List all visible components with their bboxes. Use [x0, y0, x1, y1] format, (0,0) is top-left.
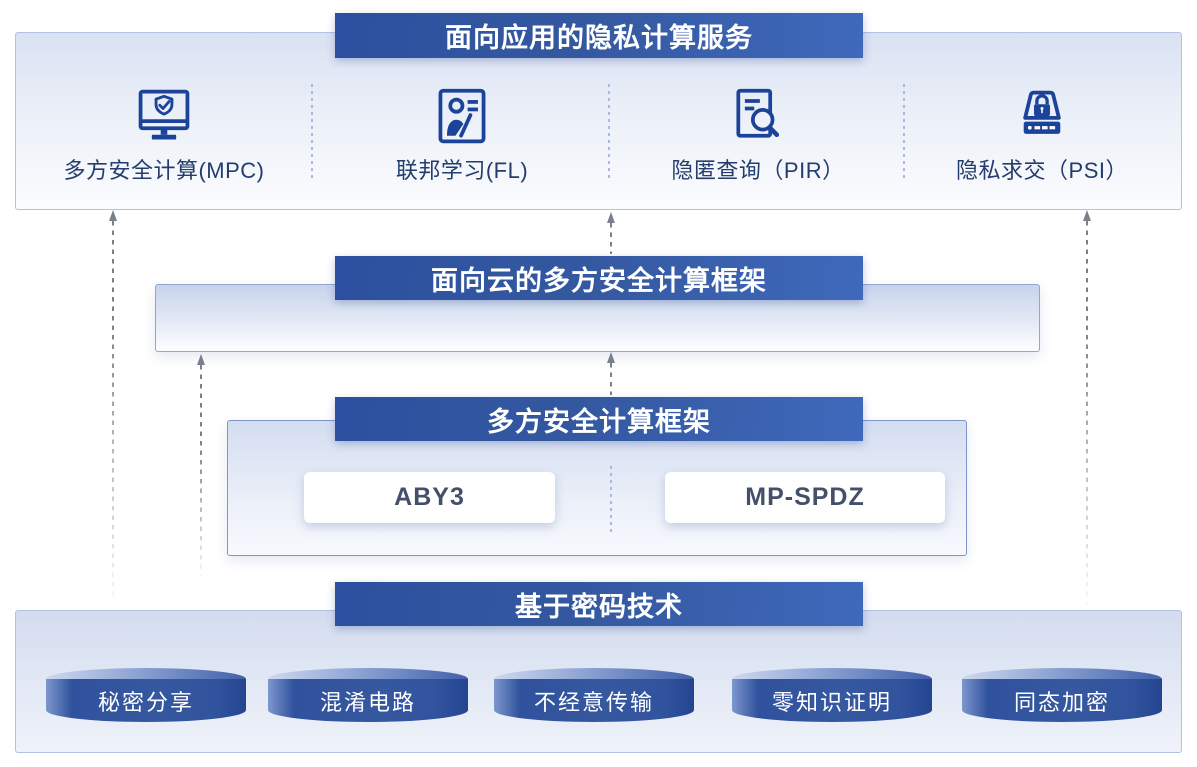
service-item-psi: 隐私求交（PSI） — [902, 86, 1182, 185]
monitor-shield-icon — [138, 89, 190, 140]
framework-label-mpspdz: MP-SPDZ — [745, 483, 865, 511]
crypto-label: 混淆电路 — [319, 689, 416, 715]
arrow-mpc-framework-to-cloud-framework — [605, 352, 617, 395]
service-item-fl: 联邦学习(FL) — [322, 86, 602, 185]
arrow-crypto-to-services-left — [107, 210, 119, 602]
crypto-banner: 基于密码技术 — [335, 582, 863, 626]
crypto-cylinder-secret-sharing: 秘密分享 — [46, 668, 246, 722]
crypto-label: 秘密分享 — [97, 689, 194, 715]
services-divider-2 — [608, 84, 610, 178]
arrowhead-up-icon — [607, 212, 615, 223]
services-divider-3 — [903, 84, 905, 178]
crypto-cylinder-homomorphic-encryption: 同态加密 — [962, 668, 1162, 722]
framework-box-aby3: ABY3 — [304, 472, 555, 523]
person-card-icon — [438, 88, 486, 144]
crypto-title: 基于密码技术 — [515, 591, 683, 622]
service-label-psi: 隐私求交（PSI） — [956, 158, 1128, 183]
mpc-framework-banner: 多方安全计算框架 — [335, 397, 863, 441]
crypto-cylinder-oblivious-transfer: 不经意传输 — [494, 668, 694, 722]
service-label-pir: 隐匿查询（PIR） — [671, 158, 845, 183]
crypto-cylinder-garbled-circuit: 混淆电路 — [268, 668, 468, 722]
mpc-framework-title: 多方安全计算框架 — [487, 406, 711, 437]
crypto-label: 零知识证明 — [771, 689, 892, 715]
arrowhead-up-icon — [607, 352, 615, 363]
services-panel — [15, 32, 1182, 210]
arrow-crypto-to-cloud-framework — [195, 354, 207, 576]
safe-lock-icon — [1023, 90, 1061, 134]
document-magnifier-icon — [736, 88, 780, 138]
arrow-crypto-to-services-right — [1081, 210, 1093, 606]
arrowhead-up-icon — [1083, 210, 1091, 221]
crypto-label: 同态加密 — [1013, 689, 1110, 715]
framework-divider — [610, 466, 612, 532]
arrow-cloud-framework-to-services — [605, 212, 617, 254]
crypto-label: 不经意传输 — [533, 689, 654, 715]
service-label-mpc: 多方安全计算(MPC) — [63, 158, 265, 183]
framework-box-mpspdz: MP-SPDZ — [665, 472, 945, 523]
services-banner: 面向应用的隐私计算服务 — [335, 13, 863, 58]
arrowhead-up-icon — [109, 210, 117, 221]
cloud-framework-banner: 面向云的多方安全计算框架 — [335, 256, 863, 300]
crypto-cylinder-zero-knowledge-proof: 零知识证明 — [732, 668, 932, 722]
services-title: 面向应用的隐私计算服务 — [445, 23, 753, 53]
service-label-fl: 联邦学习(FL) — [395, 158, 529, 183]
framework-label-aby3: ABY3 — [394, 483, 465, 511]
service-item-pir: 隐匿查询（PIR） — [618, 86, 898, 185]
cloud-framework-title: 面向云的多方安全计算框架 — [431, 265, 767, 296]
service-item-mpc: 多方安全计算(MPC) — [24, 86, 304, 185]
arrowhead-up-icon — [197, 354, 205, 365]
services-divider-1 — [311, 84, 313, 178]
